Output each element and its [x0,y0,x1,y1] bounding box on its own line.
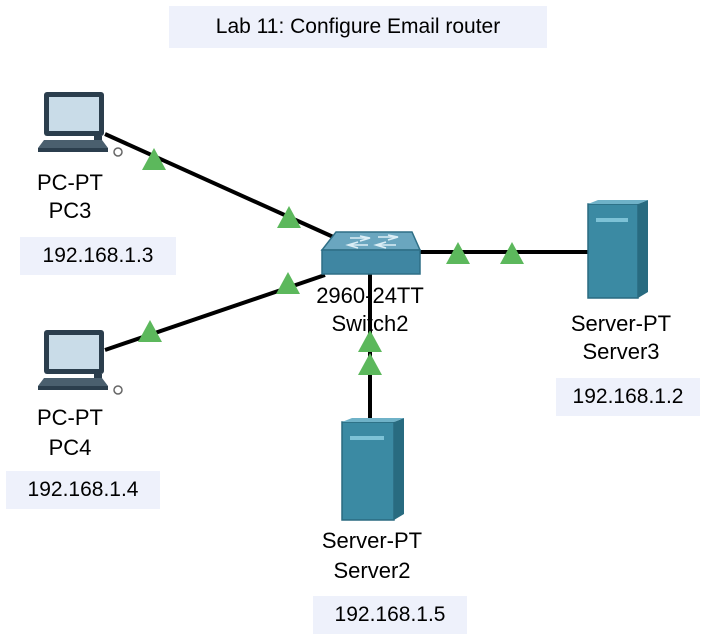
switch2-model-label: 2960-24TT [316,283,424,308]
pc4-name-label: PC4 [48,435,92,460]
link-up-indicator [277,206,301,228]
link-up-indicator [358,353,382,375]
link-up-indicator [142,148,166,170]
server2-name-label: Server2 [333,558,411,583]
pc3-model-label: PC-PT [37,170,103,195]
pc-icon [38,330,123,395]
switch-icon [320,231,422,275]
pc3-device[interactable] [38,92,123,157]
pc4-device[interactable] [38,330,123,395]
server2-ip-label: 192.168.1.5 [313,596,467,634]
links [104,132,588,420]
server3-name-label: Server3 [582,339,660,364]
pc-icon [38,92,123,157]
server-icon [341,418,404,521]
server3-model-label: Server-PT [570,311,672,336]
server3-device[interactable] [587,200,648,299]
link-up-indicator [446,242,470,264]
server2-device[interactable] [341,418,404,521]
link-up-indicator [358,330,382,352]
link-up-indicator [138,320,162,342]
link-status-markers [138,148,524,375]
pc4-model-label: PC-PT [37,405,103,430]
server-icon [587,200,648,299]
server2-model-label: Server-PT [321,528,423,553]
title-background [169,6,547,48]
link-up-indicator [276,272,300,294]
diagram-title: Lab 11: Configure Email router [215,15,501,38]
link-up-indicator [500,242,524,264]
pc4-ip-label: 192.168.1.4 [6,471,160,509]
link-pc3-switch2[interactable] [104,132,341,242]
pc3-ip-label: 192.168.1.3 [20,237,176,275]
pc3-name-label: PC3 [48,198,92,223]
server3-ip-label: 192.168.1.2 [556,378,700,416]
switch2-device[interactable] [320,231,422,275]
switch2-name-label: Switch2 [331,311,409,336]
